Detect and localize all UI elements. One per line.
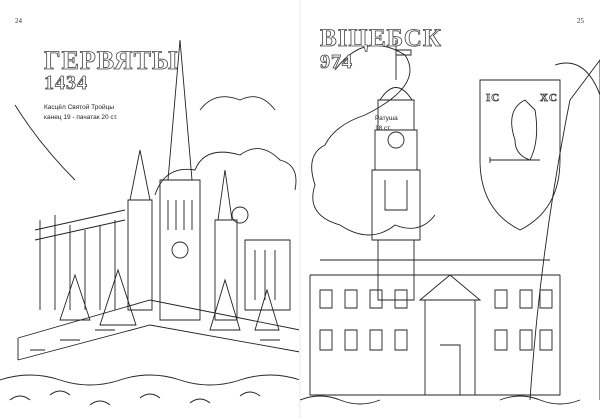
city-year: 974 — [320, 51, 353, 74]
caption: Касцёл Святой Тройцы канец 19 - пачатак … — [44, 103, 118, 123]
page-number: 24 — [15, 17, 22, 25]
caption-line: канец 19 - пачатак 20 ст. — [44, 114, 118, 121]
caption: Ратуша 18 ст. — [375, 114, 398, 134]
city-title: ВІЦЕБСК — [320, 25, 443, 53]
caption-line: Ратуша — [375, 115, 398, 122]
left-page: 24 ГЕРВЯТЫ 1434 Касцёл Святой Тройцы кан… — [0, 17, 300, 406]
caption-line: 18 ст. — [375, 125, 392, 132]
page-number: 25 — [577, 17, 584, 25]
church-illustration — [0, 39, 300, 406]
right-page: 25 ВІЦЕБСК 974 Ратуша 18 ст. IC XC — [300, 0, 600, 418]
emblem-letters-right: XC — [540, 92, 558, 105]
book-gutter — [299, 0, 301, 418]
emblem-letters-left: IC — [486, 92, 501, 105]
city-year: 1434 — [44, 72, 88, 95]
town-hall-illustration — [300, 40, 600, 405]
caption-line: Касцёл Святой Тройцы — [44, 104, 114, 111]
city-title: ГЕРВЯТЫ — [44, 46, 179, 76]
